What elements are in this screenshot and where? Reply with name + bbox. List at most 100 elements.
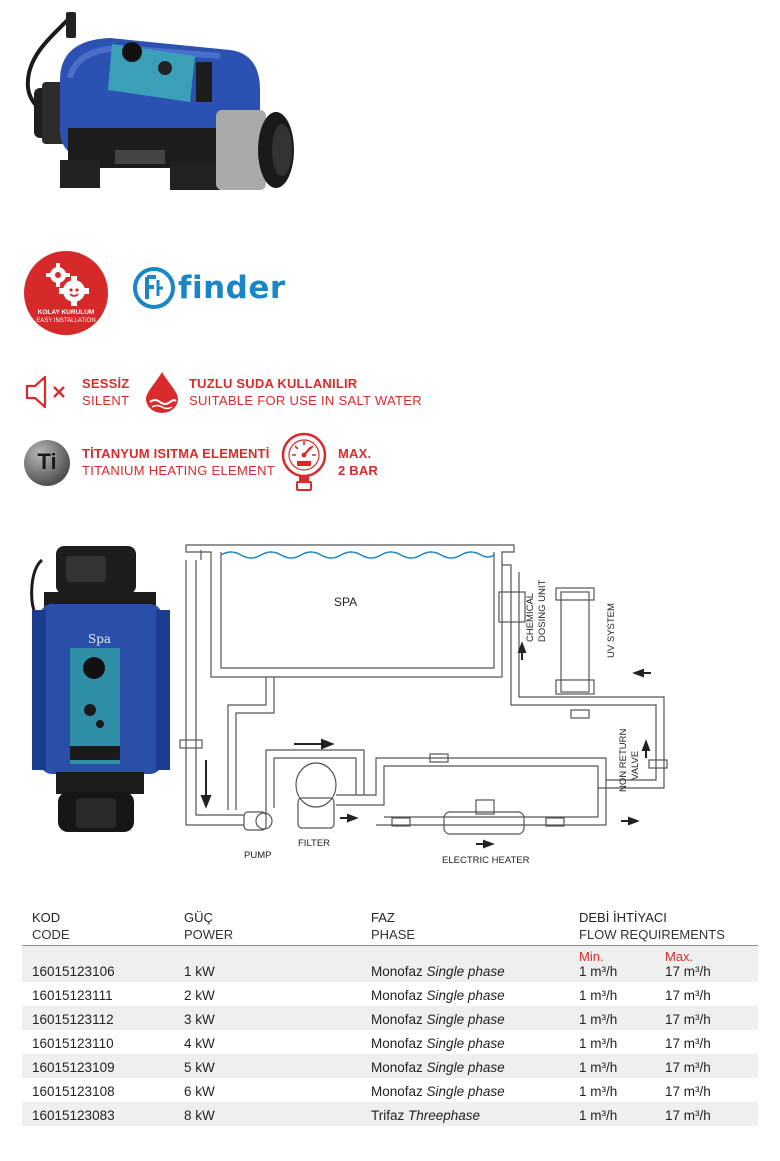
feature-salt-en: SUITABLE FOR USE IN SALT WATER <box>189 393 422 408</box>
easy-installation-badge: KOLAY KURULUM EASY INSTALLATION <box>24 251 108 335</box>
cell-phase-tr: Monofaz <box>371 1012 423 1027</box>
header-flow-en: FLOW REQUIREMENTS <box>579 927 725 942</box>
diagram-spa-label: SPA <box>334 595 357 609</box>
cell-min: 1 m³/h <box>579 1108 618 1123</box>
cell-phase-tr: Monofaz <box>371 988 423 1003</box>
badge-line2: EASY INSTALLATION <box>36 318 96 324</box>
min-label: Min. <box>579 949 604 964</box>
cell-power: 2 kW <box>184 988 215 1003</box>
table-row: 16015123108 6 kW Monofaz Single phase 1 … <box>22 1078 758 1102</box>
cell-phase-tr: Trifaz <box>371 1108 405 1123</box>
cell-code: 16015123083 <box>22 1102 174 1126</box>
titanium-icon: Ti <box>24 440 70 486</box>
finder-logo-icon <box>133 267 175 309</box>
salt-water-drop-icon <box>146 372 178 413</box>
cell-phase: Monofaz Single phase <box>361 1054 569 1078</box>
feature-titanium-en: TITANIUM HEATING ELEMENT <box>82 463 276 478</box>
cell-phase: Monofaz Single phase <box>361 1078 569 1102</box>
product-photo-vertical <box>30 546 170 832</box>
product-side-label: Spa <box>88 632 112 646</box>
max-label: Max. <box>665 949 694 964</box>
cell-phase-en: Single phase <box>426 964 505 979</box>
header-phase-tr: FAZ <box>371 910 395 925</box>
diagram-chemical-label-1: CHEMICAL <box>525 593 536 642</box>
cell-phase: Monofaz Single phase <box>361 1030 569 1054</box>
cell-power: 5 kW <box>174 1054 361 1078</box>
header-code: KOD CODE <box>22 907 174 946</box>
finder-logo-text: finder <box>178 270 286 306</box>
cell-min: 1 m³/h <box>579 1060 618 1075</box>
cell-min: 1 m³/h <box>579 1012 618 1027</box>
diagram-chemical-label-2: DOSING UNIT <box>537 580 548 642</box>
cell-max: 17 m³/h <box>665 1012 711 1027</box>
cell-min: 1 m³/h <box>579 1036 618 1051</box>
table-row: 16015123083 8 kW Trifaz Threephase 1 m³/… <box>22 1102 758 1126</box>
table-row: 16015123111 2 kW Monofaz Single phase 1 … <box>22 982 758 1006</box>
table-row: 16015123106 1 kW Monofaz Single phase Mi… <box>22 945 758 982</box>
spec-table: KOD CODE GÜÇ POWER FAZ PHASE DEBİ İHTİYACI F… <box>22 907 758 1126</box>
header-power-en: POWER <box>184 927 234 942</box>
cell-max: 17 m³/h <box>665 988 711 1003</box>
cell-phase-tr: Monofaz <box>371 1036 423 1051</box>
feature-titanium-tr: TİTANYUM ISITMA ELEMENTİ <box>82 446 270 461</box>
cell-flow: 1 m³/h 17 m³/h <box>569 1030 758 1054</box>
cell-phase: Monofaz Single phase <box>361 1006 569 1030</box>
cell-max: 17 m³/h <box>665 964 711 979</box>
titanium-icon-text: Ti <box>37 449 57 474</box>
speaker-muted-icon <box>25 375 65 409</box>
badge-line1: KOLAY KURULUM <box>37 309 95 316</box>
header-code-en: CODE <box>32 927 70 942</box>
cell-phase: Monofaz Single phase <box>361 945 569 982</box>
cell-max: 17 m³/h <box>665 1036 711 1051</box>
cell-code: 16015123110 <box>32 1036 114 1051</box>
cell-power: 6 kW <box>184 1084 215 1099</box>
diagram-filter-label: FILTER <box>298 838 330 849</box>
installation-diagram: SPA CHEMICAL DOSING UNIT UV SYSTEM NON R… <box>179 544 668 866</box>
header-code-tr: KOD <box>32 910 61 925</box>
cell-phase-en: Single phase <box>426 1084 505 1099</box>
cell-phase-en: Threephase <box>408 1108 481 1123</box>
cell-code: 16015123106 <box>22 945 174 982</box>
table-row: 16015123110 4 kW Monofaz Single phase 1 … <box>22 1030 758 1054</box>
cell-power: 1 kW <box>174 945 361 982</box>
cell-phase-en: Single phase <box>426 1060 505 1075</box>
cell-phase: Trifaz Threephase <box>361 1102 569 1126</box>
header-phase-en: PHASE <box>371 927 416 942</box>
header-flow: DEBİ İHTİYACI FLOW REQUIREMENTS <box>569 907 758 946</box>
cell-flow: 1 m³/h 17 m³/h <box>569 1102 758 1126</box>
cell-flow: 1 m³/h 17 m³/h <box>569 1006 758 1030</box>
cell-min: 1 m³/h <box>579 1084 618 1099</box>
header-power: GÜÇ POWER <box>174 907 361 946</box>
cell-code: 16015123112 <box>22 1006 174 1030</box>
pressure-gauge-icon <box>281 432 327 491</box>
cell-code: 16015123111 <box>32 988 113 1003</box>
cell-power: 4 kW <box>184 1036 215 1051</box>
table-header-row: KOD CODE GÜÇ POWER FAZ PHASE DEBİ İHTİYACI F… <box>22 907 758 946</box>
cell-phase-en: Single phase <box>426 1036 505 1051</box>
cell-phase-en: Single phase <box>426 988 505 1003</box>
header-power-tr: GÜÇ <box>184 910 213 925</box>
cell-flow: 1 m³/h 17 m³/h <box>569 1054 758 1078</box>
cell-max: 17 m³/h <box>665 1060 711 1075</box>
cell-power: 8 kW <box>174 1102 361 1126</box>
cell-phase-en: Single phase <box>426 1012 505 1027</box>
cell-code: 16015123108 <box>32 1084 115 1099</box>
cell-flow: 1 m³/h 17 m³/h <box>569 1078 758 1102</box>
header-flow-tr: DEBİ İHTİYACI <box>579 910 667 925</box>
cell-phase: Monofaz Single phase <box>361 982 569 1006</box>
diagram-pump-label: PUMP <box>244 850 271 861</box>
feature-pressure-tr: MAX. <box>338 446 372 461</box>
table-row: 16015123112 3 kW Monofaz Single phase 1 … <box>22 1006 758 1030</box>
diagram-nrv-label-1: NON RETURN <box>618 729 629 792</box>
cell-phase-tr: Monofaz <box>371 964 423 979</box>
header-phase: FAZ PHASE <box>361 907 569 946</box>
feature-pressure-en: 2 BAR <box>338 463 379 478</box>
diagram-nrv-label-2: VALVE <box>630 751 641 780</box>
diagram-heater-label: ELECTRIC HEATER <box>442 855 530 866</box>
cell-phase-tr: Monofaz <box>371 1060 423 1075</box>
cell-max: 17 m³/h <box>665 1084 711 1099</box>
cell-max: 17 m³/h <box>665 1108 711 1123</box>
table-row: 16015123109 5 kW Monofaz Single phase 1 … <box>22 1054 758 1078</box>
